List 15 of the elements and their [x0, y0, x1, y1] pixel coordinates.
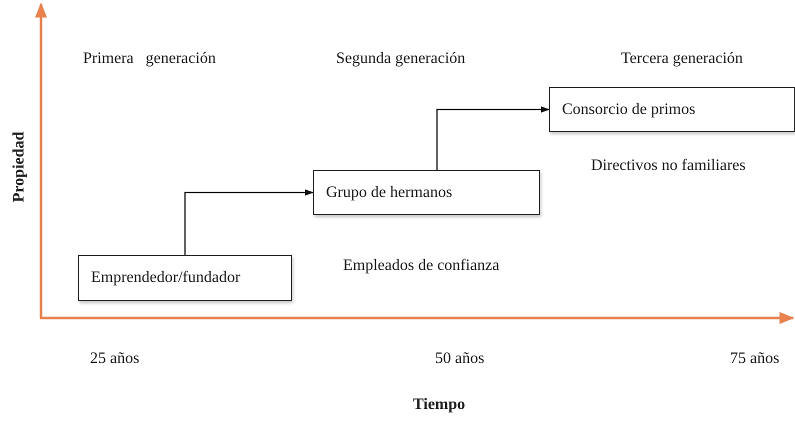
arrow — [436, 106, 550, 170]
axis-title: Propiedad — [10, 132, 28, 202]
stage-box: Grupo de hermanos — [313, 170, 540, 215]
generation-label: Tercera generación — [621, 50, 743, 68]
stage-box: Consorcio de primos — [549, 87, 795, 132]
role-label: Empleados de confianza — [343, 257, 500, 275]
tick-label: 25 años — [90, 350, 140, 368]
role-label: Directivos no familiares — [591, 157, 746, 175]
tick-label: 50 años — [435, 350, 484, 368]
generation-label: Segunda generación — [336, 50, 466, 68]
axis-title: Tiempo — [413, 396, 466, 414]
stage-box: Emprendedor/fundador — [78, 255, 292, 301]
generation-label: Primera generación — [83, 50, 216, 68]
tick-label: 75 años — [730, 350, 780, 368]
arrow — [184, 189, 314, 255]
